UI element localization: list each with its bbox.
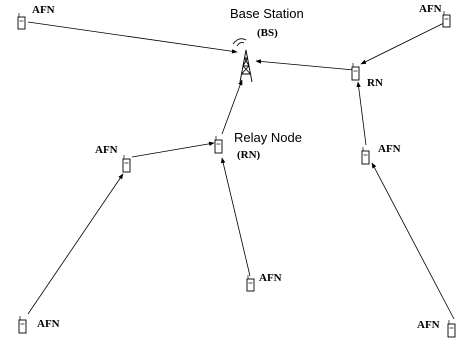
afn-bottom-right-label: AFN [417,319,440,331]
link-afn-top-left-to-bs [27,21,238,54]
mobile-device-icon [442,11,451,28]
afn-bottom-right-device [447,320,456,338]
mobile-device-icon [17,13,26,30]
relay-node-right-label: RN [367,77,383,89]
links [27,21,455,320]
afn-center-bottom-device [246,275,255,292]
afn-mid-left-device [122,155,131,173]
afn-top-left-label: AFN [32,4,55,16]
link-afn-bottom-left-to-afn-mid-left [27,173,124,315]
mobile-device-icon [361,147,370,165]
mobile-device-icon [246,275,255,292]
mobile-device-icon [122,155,131,173]
afn-top-left-device [17,13,26,30]
relay-node-center [214,136,223,154]
base-station-tower-icon [232,38,253,83]
afn-top-right-label: AFN [419,3,442,15]
afn-mid-left-label: AFN [95,144,118,156]
afn-top-right-device [442,11,451,28]
afn-mid-right-label: AFN [378,143,401,155]
afn-mid-right-device [361,147,370,165]
link-afn-center-bottom-to-rn [220,157,251,277]
link-afn-mid-right-to-rn-right [356,81,367,146]
mobile-device-icon [351,63,360,81]
mobile-device-icon [214,136,223,154]
link-rn-right-to-bs [255,59,355,71]
relay-node-right [351,63,360,81]
afn-center-bottom-label: AFN [259,272,282,284]
base-station-abbr: (BS) [257,27,278,39]
link-afn-bottom-right-to-afn-mid-right [371,162,455,320]
mobile-device-icon [447,320,456,338]
link-afn-top-right-to-rn [360,21,447,65]
afn-bottom-left-label: AFN [37,318,60,330]
afn-bottom-left-device [18,316,27,334]
link-rn-center-to-bs [221,79,243,135]
mobile-device-icon [18,316,27,334]
relay-node-abbr: (RN) [237,149,261,161]
base-station-title: Base Station [230,6,304,21]
link-afn-mid-left-to-rn [131,141,215,158]
relay-node-title: Relay Node [234,130,302,145]
